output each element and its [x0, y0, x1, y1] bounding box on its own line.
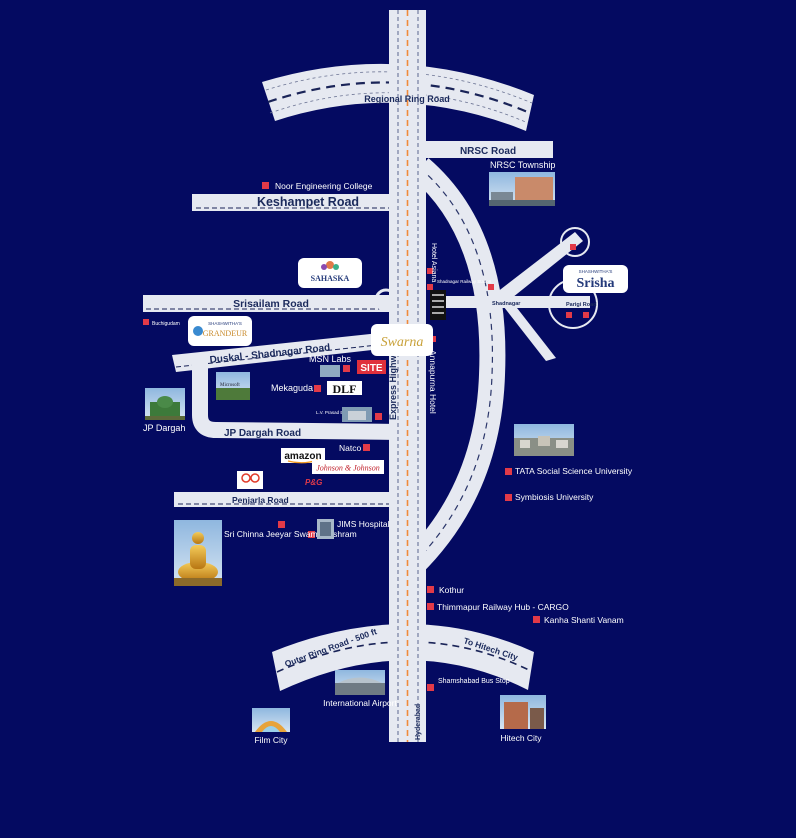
svg-text:SAHASKA: SAHASKA [311, 274, 350, 283]
label-nrsc-road: NRSC Road [460, 146, 516, 157]
svg-text:Johnson & Johnson: Johnson & Johnson [316, 464, 380, 473]
label-annapurna-hotel: Annapurna Hotel [428, 350, 438, 414]
project-sahaska[interactable]: SAHASKA [298, 258, 362, 288]
railway-track [430, 290, 446, 320]
site-marker: SITE [357, 360, 386, 374]
jnj-logo: Johnson & Johnson [312, 460, 384, 474]
label-airport: International Airport [323, 698, 397, 708]
marker-lvprasad [375, 413, 382, 420]
marker-buchigudam [143, 319, 149, 325]
marker-tata [505, 468, 512, 475]
marker-jeeyar [278, 521, 285, 528]
label-jp-dargah-road: JP Dargah Road [224, 428, 301, 439]
svg-text:Swarna: Swarna [381, 335, 424, 350]
project-swarna[interactable]: Swarna [371, 324, 433, 356]
label-hyderabad: Hyderabad [415, 704, 422, 740]
label-chinna-jeeyar: Sri Chinna Jeeyar Swamyji Ashram [224, 529, 357, 539]
svg-text:Srisha: Srisha [576, 276, 614, 291]
marker-srisha-top [570, 244, 576, 250]
keshampet-road [192, 194, 407, 211]
label-symbiosis: Symbiosis University [515, 492, 594, 502]
label-hotel-asiana: Hotel Asiana [430, 243, 437, 282]
label-buchigudam: Buchigudam [152, 321, 180, 327]
label-mekaguda: Mekaguda [271, 383, 313, 393]
label-lv-prasad: L.V. Prasad Eye Care [316, 410, 360, 415]
place-markers [143, 182, 589, 691]
marker-thimmapur [427, 603, 434, 610]
svg-text:GRANDEUR: GRANDEUR [203, 329, 248, 338]
marker-natco [363, 444, 370, 451]
airport-photo [335, 670, 385, 695]
srisailam-road [143, 295, 408, 312]
jims-photo [317, 519, 334, 539]
hitech-city-photo [500, 695, 546, 729]
svg-text:amazon: amazon [284, 451, 321, 462]
label-jims: JIMS Hospital [337, 519, 390, 529]
microsoft-label: Microsoft [220, 383, 240, 388]
marker-shamshabad [427, 684, 434, 691]
marker-nrsc [488, 284, 494, 290]
msn-photo [320, 365, 340, 377]
tata-photo [514, 424, 574, 456]
label-kothur: Kothur [439, 585, 464, 595]
label-shadnagar: Shadnagar [492, 301, 521, 307]
label-shadnagar-station: Shadnagar Railway Station [437, 279, 492, 284]
label-parigi-road: Parigi Road [566, 302, 597, 308]
project-grandeur[interactable]: SHASHWITHA'S GRANDEUR [188, 316, 252, 346]
microsoft-photo: Microsoft [216, 372, 250, 400]
label-thimmapur: Thimmapur Railway Hub - CARGO [437, 602, 569, 612]
label-penjarla-road: Penjarla Road [232, 495, 289, 505]
srisha-roads [440, 227, 598, 361]
svg-text:SHASHWITHA'S: SHASHWITHA'S [579, 269, 613, 274]
curved-highway [402, 158, 506, 575]
marker-mekaguda [314, 385, 321, 392]
dlf-logo: DLF [327, 381, 362, 396]
chinna-jeeyar-photo [174, 520, 222, 586]
label-tata: TATA Social Science University [515, 466, 633, 476]
svg-text:DLF: DLF [333, 382, 357, 396]
marker-station [427, 284, 433, 290]
label-hitech-city: Hitech City [500, 733, 542, 743]
duskal-shadnagar-road [172, 330, 408, 372]
jp-dargah-road [192, 360, 401, 440]
jp-dargah-photo [145, 388, 185, 420]
label-keshampet-road: Keshampet Road [257, 195, 359, 209]
svg-text:SITE: SITE [360, 363, 383, 374]
label-jp-dargah: JP Dargah [143, 423, 185, 433]
marker-jims [308, 531, 315, 538]
label-srisailam-road: Srisailam Road [233, 298, 309, 310]
nrsc-township-photo [489, 172, 555, 206]
label-noor-college: Noor Engineering College [275, 181, 373, 191]
marker-noor [262, 182, 269, 189]
label-msn-labs: MSN Labs [309, 354, 352, 364]
marker-msn [343, 365, 350, 372]
marker-parigi-1 [566, 312, 572, 318]
marker-asiana [427, 268, 433, 274]
express-highway [389, 10, 426, 742]
aurobindo-logo [237, 471, 263, 489]
nrsc-road [420, 141, 553, 158]
marker-symbiosis [505, 494, 512, 501]
marker-parigi-2 [583, 312, 589, 318]
label-nrsc-township: NRSC Township [490, 160, 555, 170]
svg-text:SHASHWITHA'S: SHASHWITHA'S [208, 321, 242, 326]
label-shamshabad: Shamshabad Bus Stop [438, 678, 510, 685]
label-film-city: Film City [254, 735, 288, 745]
label-regional-ring-road: Regional Ring Road [364, 94, 450, 104]
label-express-highway: Express Highway [388, 345, 398, 420]
label-kanha: Kanha Shanti Vanam [544, 615, 624, 625]
pg-logo: P&G [305, 478, 322, 487]
marker-kothur [427, 586, 434, 593]
penjarla-road [174, 492, 407, 507]
film-city-photo [252, 708, 290, 732]
lv-prasad-photo [342, 407, 372, 422]
label-natco: Natco [339, 443, 361, 453]
marker-kanha [533, 616, 540, 623]
project-srisha[interactable]: SHASHWITHA'S Srisha [563, 265, 628, 293]
